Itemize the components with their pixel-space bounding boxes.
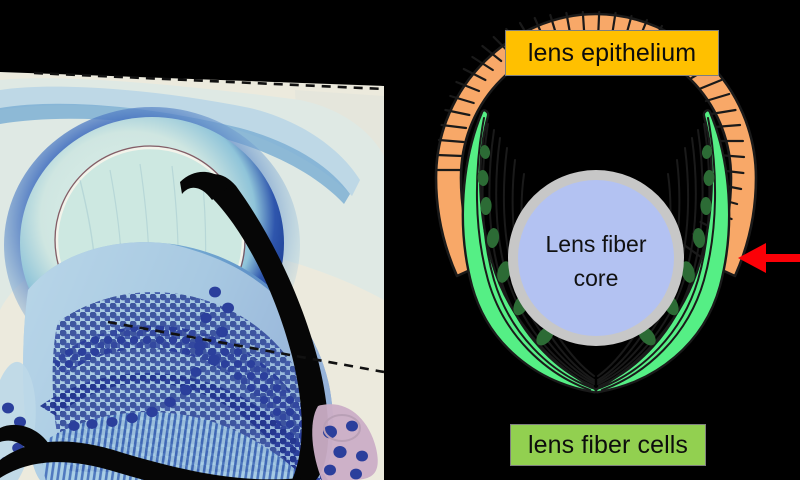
core-label-line-2: core [574, 265, 619, 291]
fiber-wing-right [594, 109, 731, 394]
vascular-tissue [312, 404, 378, 480]
lens-histology-micrograph [0, 60, 384, 480]
lens-fiber-cells-label-text: lens fiber cells [528, 430, 688, 459]
fiber-wing-left [461, 109, 598, 394]
core-label-line-1: Lens fiber [545, 231, 646, 257]
lens-core-fill [518, 180, 674, 336]
dashed-annotation-top [33, 71, 384, 91]
lens-epithelium-label-text: lens epithelium [527, 38, 697, 67]
pigment-hook [180, 171, 230, 200]
equator-pointer-arrow [738, 243, 800, 273]
ciliary-body-nuclei [68, 286, 234, 431]
lens-fiber-cells-label: lens fiber cells [510, 424, 706, 466]
lens-schematic-diagram: Lens fiber core [400, 0, 800, 480]
lens-epithelium-label: lens epithelium [505, 30, 719, 76]
cornea-layer [0, 86, 360, 196]
fiber-nuclei-right [638, 145, 715, 346]
pigment-corner [0, 424, 50, 460]
inner-nuclear-layer [52, 325, 324, 472]
pigment-epithelium-lower [0, 441, 310, 480]
photoreceptor-layer [42, 412, 326, 480]
